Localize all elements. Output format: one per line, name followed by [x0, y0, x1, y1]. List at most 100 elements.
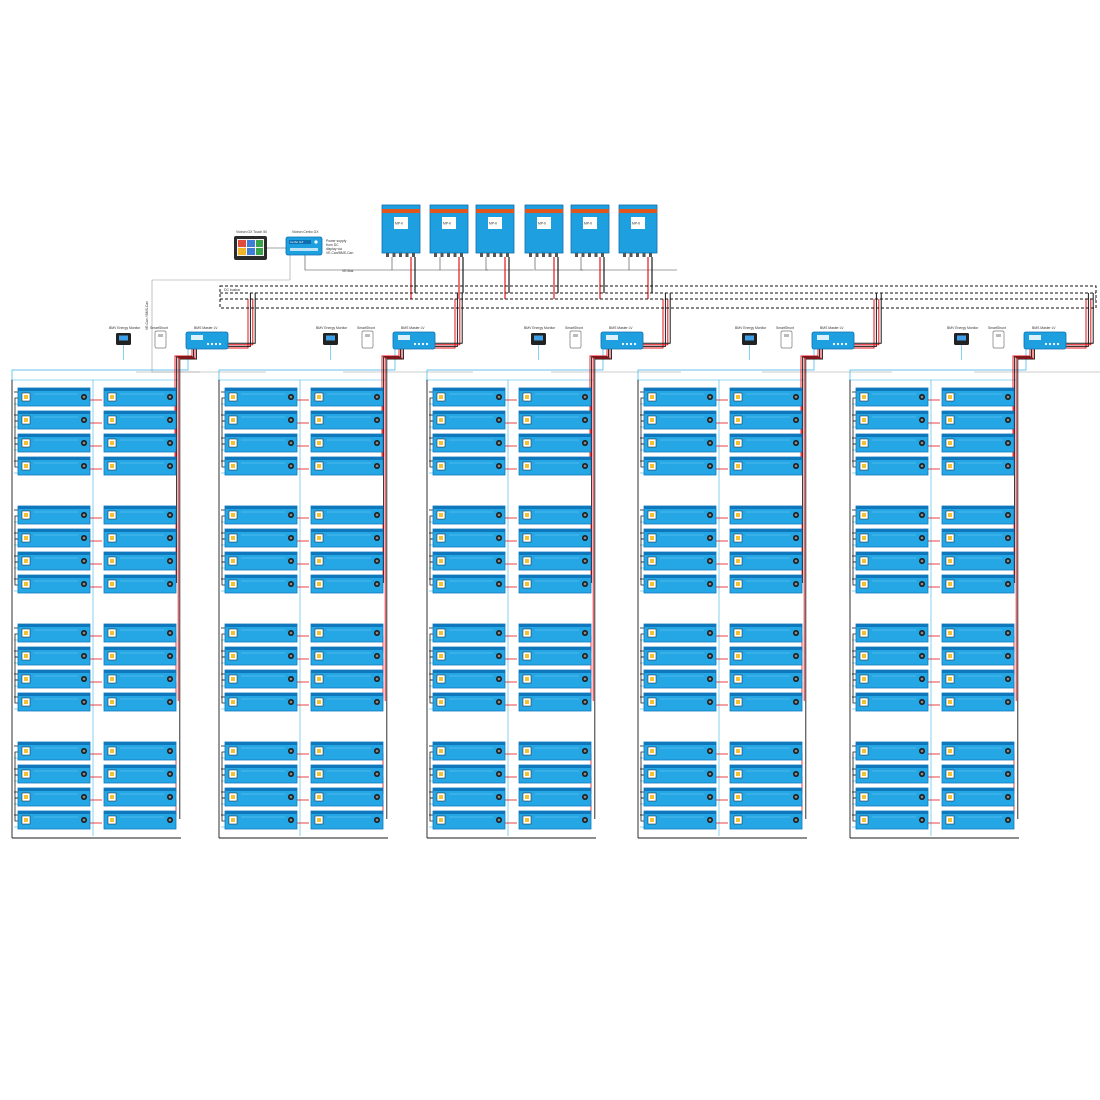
cluster-feeder — [177, 349, 196, 701]
lithium-battery — [518, 741, 592, 761]
bms-link-label: VE.Can / BMS-Can — [145, 301, 149, 330]
bms-master[interactable]: BMS Master LV — [811, 326, 855, 350]
lithium-battery — [729, 505, 803, 525]
lithium-battery — [224, 456, 298, 476]
battery-stack — [17, 387, 177, 476]
bms-master[interactable]: BMS Master LV — [600, 326, 644, 350]
lithium-battery — [643, 574, 717, 594]
lithium-battery — [17, 410, 91, 430]
smart-shunt[interactable]: SmartShunt — [776, 326, 794, 349]
lithium-battery — [103, 764, 177, 784]
inverter[interactable]: MP-II — [524, 204, 564, 257]
bms-master[interactable]: BMS Master LV — [1023, 326, 1067, 350]
energy-monitor[interactable]: BMV Energy Monitor — [735, 326, 767, 345]
lithium-battery — [855, 551, 929, 571]
lithium-battery — [941, 456, 1015, 476]
lithium-battery — [643, 410, 717, 430]
inverter[interactable]: MP-II — [475, 204, 515, 257]
battery-stack — [643, 387, 803, 476]
lithium-battery — [729, 692, 803, 712]
lithium-battery — [103, 433, 177, 453]
lithium-battery — [17, 433, 91, 453]
lithium-battery — [432, 692, 506, 712]
lithium-battery — [518, 528, 592, 548]
lithium-battery — [224, 623, 298, 643]
lithium-battery — [432, 810, 506, 830]
bms-dc-cable — [1066, 293, 1089, 347]
lithium-battery — [643, 741, 717, 761]
battery-stack — [855, 623, 1015, 712]
lithium-battery — [729, 574, 803, 594]
battery-stack — [432, 741, 592, 830]
lithium-battery — [855, 456, 929, 476]
lithium-battery — [729, 787, 803, 807]
lithium-battery — [518, 574, 592, 594]
lithium-battery — [310, 741, 384, 761]
lithium-battery — [729, 551, 803, 571]
lithium-battery — [941, 810, 1015, 830]
lithium-battery — [224, 433, 298, 453]
smart-shunt[interactable]: SmartShunt — [150, 326, 168, 349]
lithium-battery — [310, 787, 384, 807]
energy-monitor[interactable]: BMV Energy Monitor — [316, 326, 348, 345]
energy-monitor[interactable]: BMV Energy Monitor — [947, 326, 979, 345]
lithium-battery — [643, 551, 717, 571]
bms-dc-cable — [643, 299, 664, 349]
dc-busbar: DC busbar — [219, 285, 1097, 309]
lithium-battery — [941, 669, 1015, 689]
lithium-battery — [855, 692, 929, 712]
lithium-battery — [855, 505, 929, 525]
lithium-battery — [17, 787, 91, 807]
cluster-feeder — [1017, 349, 1035, 819]
energy-monitor[interactable]: BMV Energy Monitor — [524, 326, 556, 345]
lithium-battery — [855, 623, 929, 643]
smart-shunt[interactable]: SmartShunt — [988, 326, 1006, 349]
inverter[interactable]: MP-II — [381, 204, 421, 257]
lithium-battery — [103, 528, 177, 548]
bms-dc-cable — [435, 293, 463, 344]
lithium-battery — [643, 433, 717, 453]
lithium-battery — [224, 410, 298, 430]
gx-touch-label: Victron GX Touch 50 — [236, 230, 267, 234]
battery-stack — [17, 623, 177, 712]
inverter[interactable]: MP-II — [618, 204, 658, 257]
smart-shunt[interactable]: SmartShunt — [357, 326, 375, 349]
lithium-battery — [310, 574, 384, 594]
battery-stack — [224, 387, 384, 476]
lithium-battery — [103, 787, 177, 807]
lithium-battery — [224, 387, 298, 407]
cerbo-note-4: VE.Can/BMS-Can — [326, 251, 353, 255]
inverter[interactable]: MP-II — [429, 204, 469, 257]
lithium-battery — [17, 528, 91, 548]
battery-stack — [643, 623, 803, 712]
lithium-battery — [17, 574, 91, 594]
lithium-battery — [432, 623, 506, 643]
lithium-battery — [729, 741, 803, 761]
lithium-battery — [103, 669, 177, 689]
inverter-display — [583, 217, 597, 229]
inverter[interactable]: MP-II — [570, 204, 610, 257]
lithium-battery — [103, 623, 177, 643]
lithium-battery — [310, 692, 384, 712]
lithium-battery — [643, 646, 717, 666]
lithium-battery — [729, 764, 803, 784]
lithium-battery — [17, 764, 91, 784]
lithium-battery — [224, 669, 298, 689]
lithium-battery — [17, 669, 91, 689]
bms-master[interactable]: BMS Master LV — [185, 326, 229, 350]
cerbo-gx[interactable]: Victron Cerbo GX Cerbo GX Power supply f… — [285, 230, 353, 256]
bms-master-label: BMS Master LV — [1032, 326, 1056, 330]
lithium-battery — [941, 764, 1015, 784]
gx-touch-display[interactable]: Victron GX Touch 50 — [234, 230, 267, 260]
lithium-battery — [729, 528, 803, 548]
lithium-battery — [518, 810, 592, 830]
lithium-battery — [729, 646, 803, 666]
lithium-battery — [518, 764, 592, 784]
battery-stack — [643, 505, 803, 594]
lithium-battery — [643, 692, 717, 712]
energy-monitor[interactable]: BMV Energy Monitor — [109, 326, 141, 345]
smart-shunt-label: SmartShunt — [565, 326, 583, 330]
bms-master[interactable]: BMS Master LV — [392, 326, 436, 350]
smart-shunt[interactable]: SmartShunt — [565, 326, 583, 349]
